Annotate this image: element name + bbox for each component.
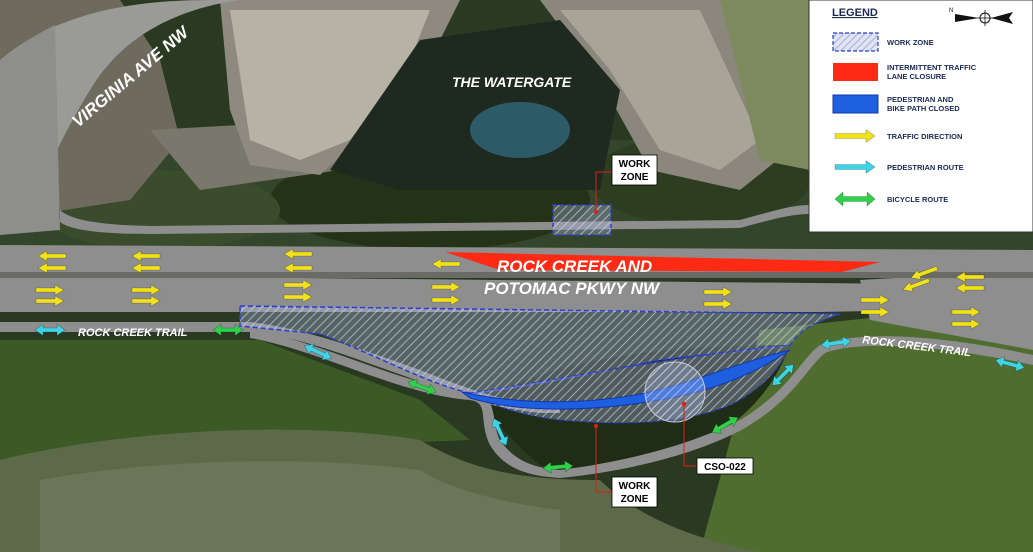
traffic-direction-arrow <box>131 284 161 296</box>
legend-label-bicycle: BICYCLE ROUTE <box>887 195 948 204</box>
pedestrian-arrows <box>34 323 1025 447</box>
label-parkway-2: POTOMAC PKWY NW <box>484 279 661 298</box>
svg-text:WORK: WORK <box>619 159 651 170</box>
traffic-direction-arrow <box>283 262 313 274</box>
traffic-direction-arrow <box>955 282 985 294</box>
legend-title: LEGEND <box>832 7 878 19</box>
traffic-arrows <box>35 248 985 330</box>
legend-path-closed-swatch <box>832 94 879 114</box>
legend-label-work-zone: WORK ZONE <box>887 38 934 47</box>
traffic-direction-arrow <box>902 277 931 292</box>
legend-pedestrian-arrow-icon <box>834 160 876 174</box>
traffic-direction-arrow <box>431 294 461 306</box>
label-watergate: THE WATERGATE <box>452 74 572 90</box>
traffic-direction-arrow <box>131 250 161 262</box>
path-closed-segment <box>461 349 791 410</box>
legend: LEGEND N WORK ZONE INTERMITTENT TRAFFIC … <box>808 0 1033 233</box>
legend-label-lane-closure-2: LANE CLOSURE <box>887 72 946 81</box>
callout-cso-022: CSO-022 <box>696 457 754 475</box>
traffic-direction-arrow <box>131 295 161 307</box>
traffic-direction-arrow <box>37 250 67 262</box>
traffic-direction-arrow <box>431 281 461 293</box>
traffic-direction-arrow <box>955 271 985 283</box>
svg-text:CSO-022: CSO-022 <box>704 462 746 473</box>
pedestrian-route-arrow <box>303 343 333 361</box>
pedestrian-route-arrow <box>491 417 509 447</box>
traffic-direction-arrow <box>860 306 890 318</box>
pedestrian-route-arrow <box>820 335 852 351</box>
svg-text:ZONE: ZONE <box>621 172 649 183</box>
legend-label-path-closed-1: PEDESTRIAN AND <box>887 95 954 104</box>
legend-label-path-closed-2: BIKE PATH CLOSED <box>887 104 960 113</box>
legend-work-zone-swatch <box>832 32 879 52</box>
north-arrow-icon: N <box>949 8 1013 26</box>
bicycle-route-arrow <box>711 416 739 434</box>
svg-text:ZONE: ZONE <box>621 494 649 505</box>
traffic-direction-arrow <box>703 298 733 310</box>
traffic-direction-arrow <box>35 295 65 307</box>
pedestrian-route-arrow <box>995 356 1025 372</box>
traffic-direction-arrow <box>283 291 313 303</box>
legend-lane-closure-swatch <box>833 63 878 81</box>
traffic-direction-arrow <box>951 306 981 318</box>
label-parkway-1: ROCK CREEK AND <box>497 257 652 276</box>
legend-label-lane-closure-1: INTERMITTENT TRAFFIC <box>887 63 977 72</box>
legend-label-pedestrian: PEDESTRIAN ROUTE <box>887 163 964 172</box>
bicycle-route-arrow <box>212 323 244 337</box>
traffic-direction-arrow <box>951 318 981 330</box>
traffic-direction-arrow <box>860 294 890 306</box>
traffic-direction-arrow <box>35 284 65 296</box>
bicycle-route-arrow <box>542 460 574 474</box>
lane-closure-area <box>445 252 880 272</box>
traffic-direction-arrow <box>910 265 939 280</box>
svg-text:WORK: WORK <box>619 481 651 492</box>
traffic-direction-arrow <box>431 258 461 270</box>
pedestrian-route-arrow <box>772 364 794 386</box>
traffic-direction-arrow <box>283 279 313 291</box>
pedestrian-route-arrow <box>34 323 66 337</box>
legend-bicycle-arrow-icon <box>834 191 876 207</box>
traffic-direction-arrow <box>703 286 733 298</box>
work-zone-upper <box>552 204 612 236</box>
callout-work-zone-bottom: WORK ZONE <box>594 424 658 508</box>
label-trail-left: ROCK CREEK TRAIL <box>78 327 188 339</box>
traffic-direction-arrow <box>37 262 67 274</box>
traffic-direction-arrow <box>283 248 313 260</box>
bicycle-arrows <box>212 323 739 474</box>
traffic-direction-arrow <box>131 262 161 274</box>
svg-text:N: N <box>949 8 953 14</box>
legend-traffic-arrow-icon <box>834 129 876 143</box>
legend-label-traffic: TRAFFIC DIRECTION <box>887 132 962 141</box>
callout-work-zone-top: WORK ZONE <box>595 154 658 212</box>
bicycle-route-arrow <box>407 378 437 396</box>
cso-022-marker <box>644 361 706 467</box>
